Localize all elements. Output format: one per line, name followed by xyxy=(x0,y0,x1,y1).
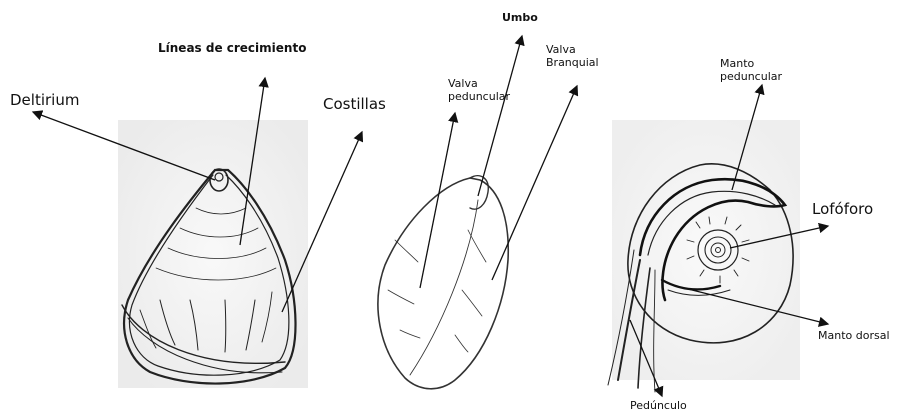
paper-bg-1 xyxy=(118,120,308,388)
label-lofoforo: Lofóforo xyxy=(812,201,873,218)
label-umbo: Umbo xyxy=(502,12,538,25)
label-pedunculo: Pedúnculo xyxy=(630,400,687,413)
label-valva-branquial: Valva Branquial xyxy=(546,44,616,69)
label-deltirium: Deltirium xyxy=(10,92,79,109)
arrow-valva-peduncular xyxy=(420,113,455,288)
label-costillas: Costillas xyxy=(323,96,386,113)
arrow-valva-branquial xyxy=(492,86,577,280)
label-manto-dorsal: Manto dorsal xyxy=(818,330,890,343)
label-lineas-crecimiento: Líneas de crecimiento xyxy=(158,42,306,56)
arrow-umbo xyxy=(478,36,522,196)
label-manto-peduncular: Manto peduncular xyxy=(720,58,800,83)
shell-side-view xyxy=(378,176,508,389)
label-valva-peduncular: Valva peduncular xyxy=(448,78,528,103)
